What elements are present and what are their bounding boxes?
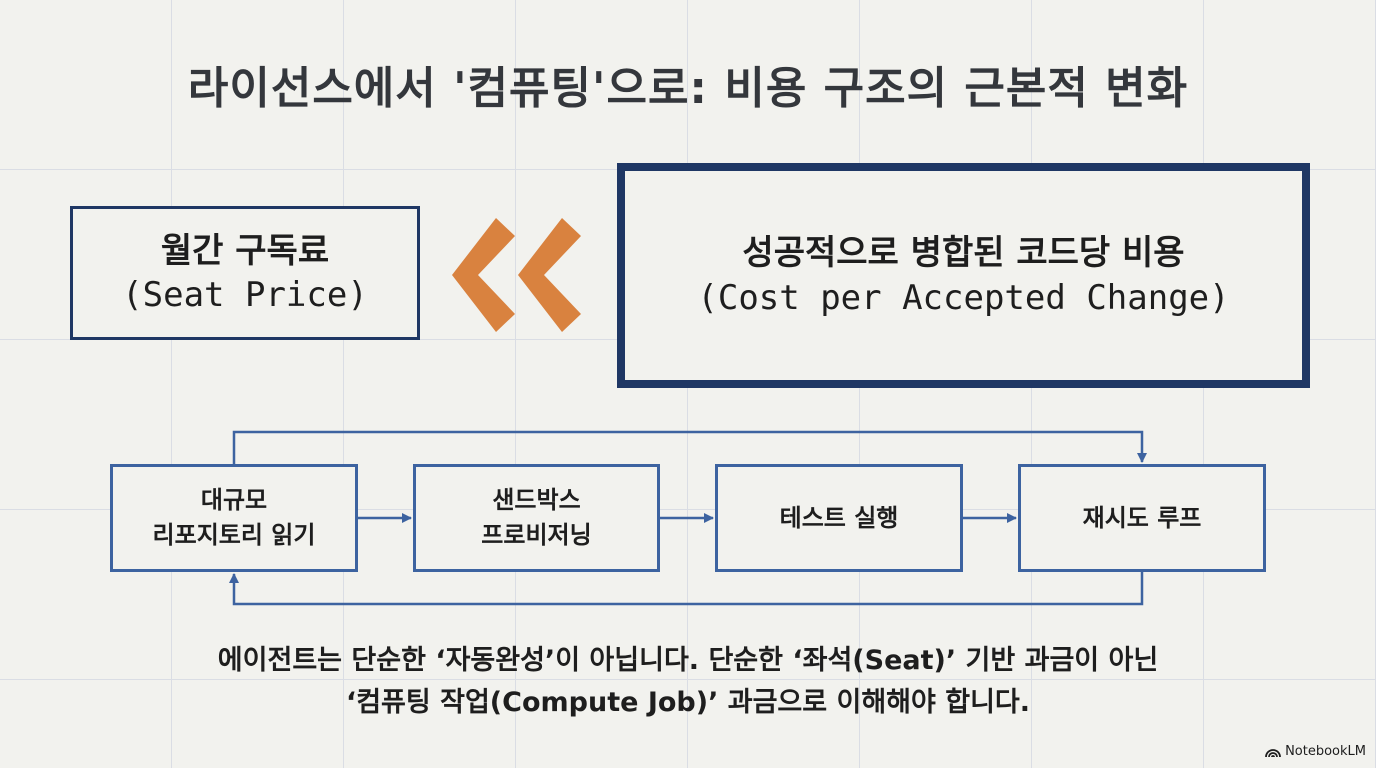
flow-step-repo-read: 대규모 리포지토리 읽기: [110, 464, 358, 572]
seat-price-box: 월간 구독료 (Seat Price): [70, 206, 420, 340]
caption: 에이전트는 단순한 ‘자동완성’이 아닙니다. 단순한 ‘좌석(Seat)’ 기…: [0, 640, 1376, 724]
seat-price-label-en: (Seat Price): [122, 275, 368, 315]
flow-step-retry-loop: 재시도 루프: [1018, 464, 1266, 572]
cost-per-change-box: 성공적으로 병합된 코드당 비용 (Cost per Accepted Chan…: [617, 163, 1310, 388]
flow-step-line: 테스트 실행: [779, 503, 899, 532]
flow-step-line: 재시도 루프: [1082, 503, 1202, 532]
double-chevron-left-icon: [452, 218, 581, 332]
cost-per-change-label-ko: 성공적으로 병합된 코드당 비용: [742, 233, 1185, 274]
flow-step-sandbox-provisioning: 샌드박스 프로비저닝: [413, 464, 660, 572]
cost-per-change-label-en: (Cost per Accepted Change): [697, 277, 1230, 318]
caption-line-1: 에이전트는 단순한 ‘자동완성’이 아닙니다. 단순한 ‘좌석(Seat)’ 기…: [217, 645, 1159, 676]
flow-step-line: 대규모: [200, 486, 268, 515]
caption-line-2: ‘컴퓨팅 작업(Compute Job)’ 과금으로 이해해야 합니다.: [345, 686, 1031, 718]
notebooklm-logo-icon: [1265, 748, 1281, 757]
flow-step-line: 샌드박스: [492, 486, 581, 515]
flow-step-test-run: 테스트 실행: [715, 464, 963, 572]
page-title: 라이선스에서 '컴퓨팅'으로: 비용 구조의 근본적 변화: [187, 63, 1189, 114]
loop-arrow-top: [232, 430, 1147, 464]
flow-step-line: 리포지토리 읽기: [152, 521, 316, 549]
flow-step-line: 프로비저닝: [481, 521, 592, 549]
loop-arrow-bottom: [229, 572, 1144, 606]
brand-name: NotebookLM: [1285, 744, 1366, 759]
seat-price-label-ko: 월간 구독료: [160, 230, 330, 271]
brand-watermark: NotebookLM: [1265, 744, 1366, 759]
